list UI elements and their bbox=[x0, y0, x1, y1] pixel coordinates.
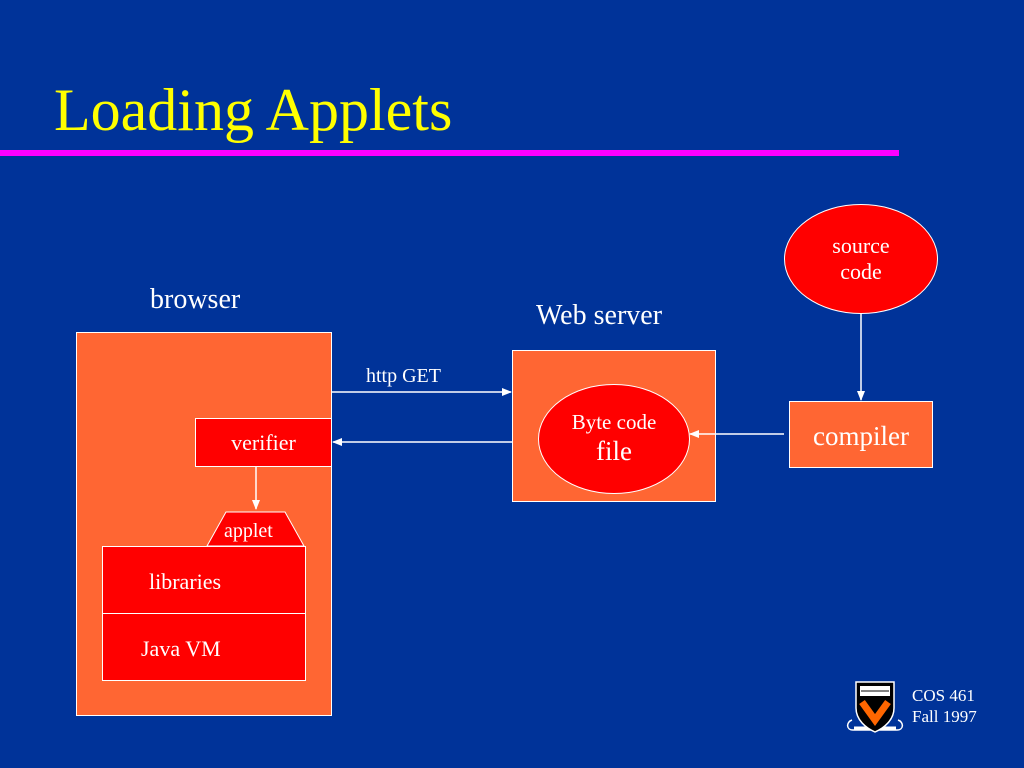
footer: COS 461 Fall 1997 bbox=[912, 685, 977, 727]
byte-code-file: Byte code file bbox=[538, 384, 690, 494]
libraries-box: libraries bbox=[102, 546, 306, 614]
title-rule bbox=[0, 150, 899, 156]
http-get-label: http GET bbox=[366, 365, 441, 387]
libraries-label: libraries bbox=[149, 569, 222, 594]
file-label: file bbox=[596, 436, 632, 467]
code-label: code bbox=[840, 259, 882, 284]
applet-shape bbox=[206, 511, 305, 547]
slide-title: Loading Applets bbox=[54, 77, 453, 143]
java-vm-label: Java VM bbox=[141, 636, 221, 661]
java-vm-box: Java VM bbox=[102, 613, 306, 681]
applet-label: applet bbox=[224, 520, 273, 542]
byte-code-label: Byte code bbox=[571, 410, 657, 435]
verifier-box: verifier bbox=[195, 418, 332, 467]
source-label: source bbox=[832, 232, 890, 258]
compiler-label: compiler bbox=[813, 421, 909, 451]
university-shield-logo bbox=[846, 681, 904, 733]
course-label: COS 461 bbox=[912, 686, 975, 705]
compiler-box: compiler bbox=[789, 401, 933, 468]
browser-label: browser bbox=[150, 284, 241, 315]
source-code: source code bbox=[784, 204, 938, 314]
verifier-label: verifier bbox=[231, 430, 296, 455]
term-label: Fall 1997 bbox=[912, 707, 977, 726]
web-server-label: Web server bbox=[536, 300, 663, 331]
